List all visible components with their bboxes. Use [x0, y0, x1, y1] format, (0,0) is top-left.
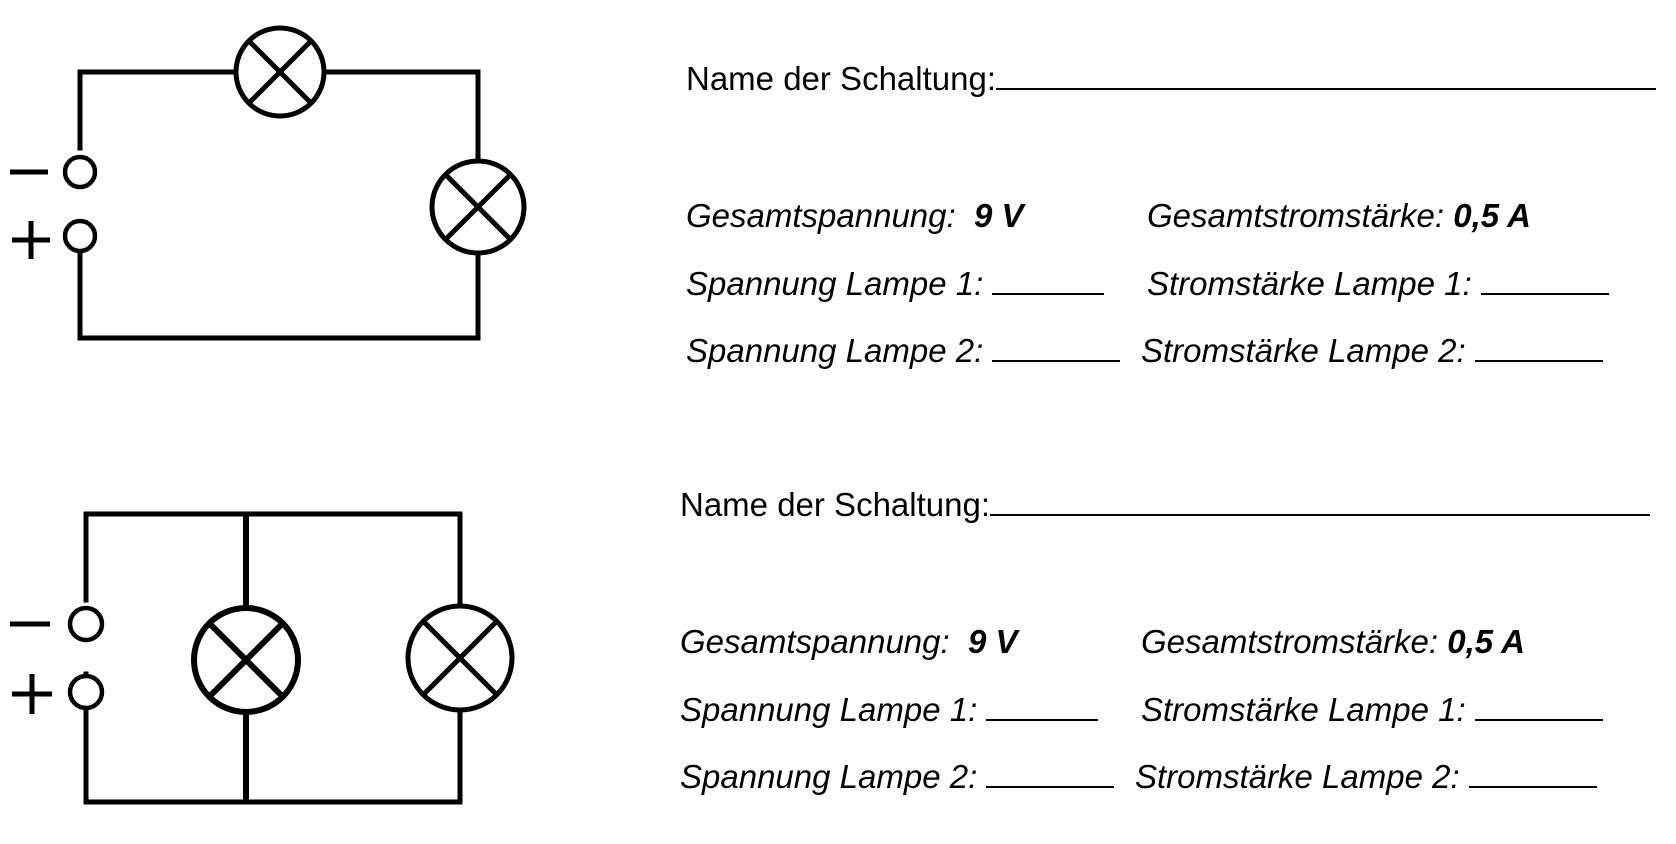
total-current-row: Gesamtstromstärke: 0,5 A [1141, 622, 1525, 662]
lamp-1-icon [191, 605, 301, 715]
wire-top-rail [83, 511, 463, 611]
circuit-name-row: Name der Schaltung: [680, 484, 1651, 525]
total-current-label: Gesamtstromstärke: [1141, 623, 1439, 660]
current-lamp2-row: Stromstärke Lampe 2: [1141, 330, 1603, 371]
plus-sign-icon [12, 674, 52, 714]
negative-terminal-icon [67, 605, 105, 643]
circuit-name-label: Name der Schaltung: [686, 60, 997, 97]
wire-right-bottom [77, 249, 481, 341]
negative-terminal-icon [62, 154, 98, 190]
voltage-lamp1-label: Spannung Lampe 1: [686, 265, 984, 302]
plus-sign-icon [12, 221, 50, 259]
current-lamp2-row: Stromstärke Lampe 2: [1135, 756, 1597, 797]
total-voltage-row: Gesamtspannung: 9 V [686, 196, 1024, 236]
circuit-name-blank[interactable] [990, 484, 1651, 516]
current-lamp2-blank[interactable] [1474, 330, 1603, 362]
voltage-lamp2-blank[interactable] [992, 330, 1121, 362]
voltage-lamp2-label: Spannung Lampe 2: [680, 758, 978, 795]
voltage-lamp1-label: Spannung Lampe 1: [680, 691, 978, 728]
voltage-lamp2-row: Spannung Lampe 2: [680, 756, 1115, 797]
current-lamp1-row: Stromstärke Lampe 1: [1147, 263, 1609, 304]
current-lamp1-blank[interactable] [1480, 263, 1609, 295]
circuit-name-row: Name der Schaltung: [686, 58, 1657, 99]
total-voltage-row: Gesamtspannung: 9 V [680, 622, 1018, 662]
current-lamp1-blank[interactable] [1474, 689, 1603, 721]
total-current-value: 0,5 A [1453, 197, 1531, 234]
lamp-2-icon [405, 603, 515, 713]
current-lamp1-label: Stromstärke Lampe 1: [1141, 691, 1466, 728]
voltage-lamp1-row: Spannung Lampe 1: [686, 263, 1105, 304]
circuit-name-blank[interactable] [996, 58, 1657, 90]
current-lamp1-label: Stromstärke Lampe 1: [1147, 265, 1472, 302]
positive-terminal-icon [62, 218, 98, 254]
parallel-circuit-diagram [10, 511, 515, 805]
current-lamp2-label: Stromstärke Lampe 2: [1141, 332, 1466, 369]
circuit-name-label: Name der Schaltung: [680, 486, 991, 523]
total-current-value: 0,5 A [1447, 623, 1525, 660]
wire-top-right [321, 69, 481, 161]
wire-bottom-rail [83, 671, 463, 805]
total-voltage-value: 9 V [968, 623, 1018, 660]
voltage-lamp1-blank[interactable] [986, 689, 1099, 721]
voltage-lamp2-row: Spannung Lampe 2: [686, 330, 1121, 371]
series-circuit-diagram [10, 25, 527, 341]
wire-top-left [77, 69, 239, 151]
voltage-lamp2-label: Spannung Lampe 2: [686, 332, 984, 369]
voltage-lamp1-blank[interactable] [992, 263, 1105, 295]
lamp-2-icon [429, 158, 527, 256]
total-voltage-label: Gesamtspannung: [686, 197, 956, 234]
current-lamp1-row: Stromstärke Lampe 1: [1141, 689, 1603, 730]
total-voltage-label: Gesamtspannung: [680, 623, 950, 660]
total-current-row: Gesamtstromstärke: 0,5 A [1147, 196, 1531, 236]
voltage-lamp1-row: Spannung Lampe 1: [680, 689, 1099, 730]
voltage-lamp2-blank[interactable] [986, 756, 1115, 788]
current-lamp2-label: Stromstärke Lampe 2: [1135, 758, 1460, 795]
total-current-label: Gesamtstromstärke: [1147, 197, 1445, 234]
total-voltage-value: 9 V [974, 197, 1024, 234]
current-lamp2-blank[interactable] [1468, 756, 1597, 788]
lamp-1-icon [233, 25, 327, 119]
positive-terminal-icon [67, 673, 105, 711]
